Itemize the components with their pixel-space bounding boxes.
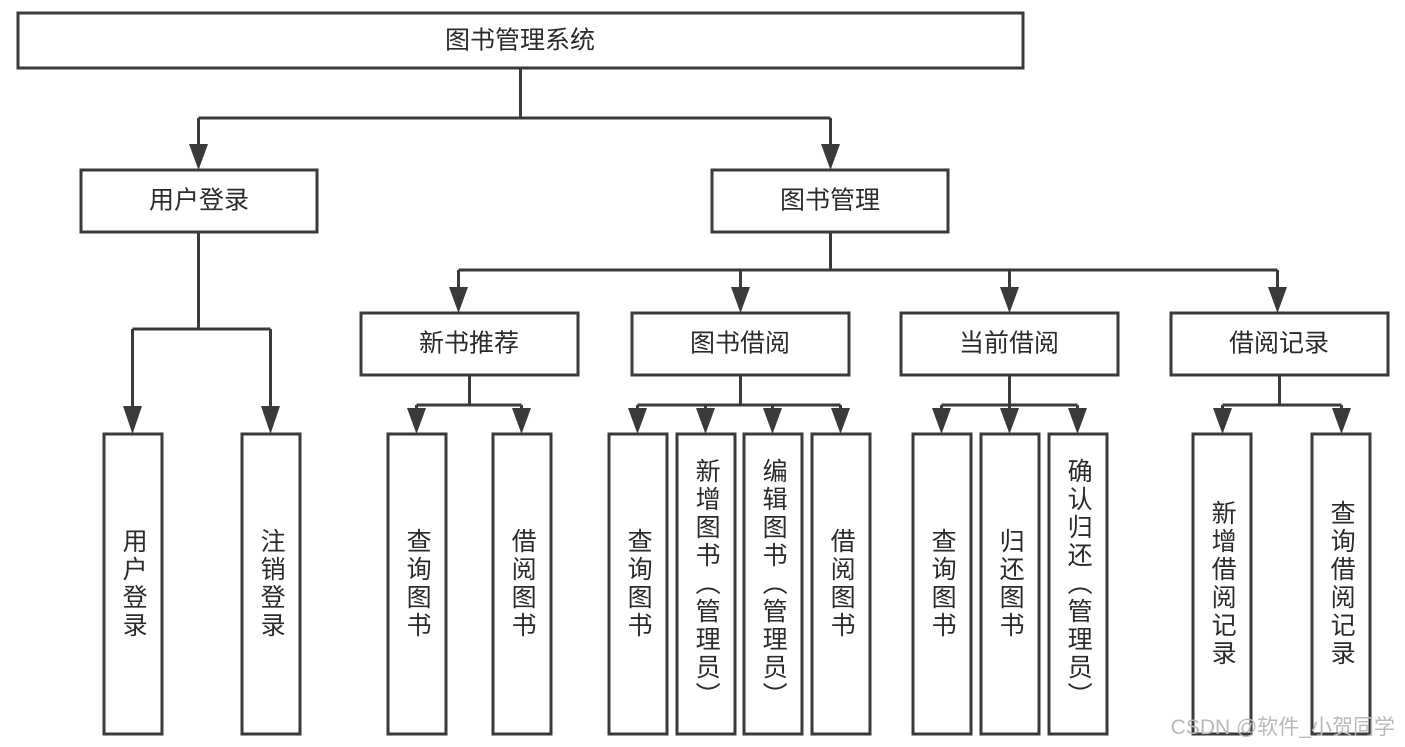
leaf-label-current-1: 查询图书 [928, 528, 957, 640]
arrow-userlogin-leaf-2 [261, 406, 280, 434]
arrow-current-leaf-2 [1000, 408, 1019, 434]
node-root-book-management-system[interactable] [16, 11, 1025, 70]
node-layer: 图书管理系统 用户登录 图书管理 新书推荐 图书借阅 当前借阅 借阅记录 [16, 11, 1390, 736]
leaf-box-current-1[interactable] [911, 432, 973, 736]
arrow-userlogin-leaf-1 [123, 406, 142, 434]
leaf-label-newbook-1: 查询图书 [403, 528, 432, 640]
arrow-bookmgmt-to-records [1268, 287, 1287, 313]
leaf-label-borrow-2: 新增图书（管理员） [692, 458, 721, 710]
node-new-book-recommend-label: 新书推荐 [419, 330, 519, 358]
arrow-root-to-book-mgmt [821, 144, 840, 170]
leaf-box-user-login-2[interactable] [240, 432, 302, 736]
leaf-box-current-2[interactable] [979, 432, 1041, 736]
arrow-newbook-leaf-1 [407, 408, 426, 434]
node-user-login[interactable] [79, 168, 319, 234]
leaf-box-records-1[interactable] [1191, 432, 1253, 736]
node-book-borrow-label: 图书借阅 [690, 330, 790, 358]
connector-layer [123, 68, 1351, 434]
leaf-box-borrow-2[interactable] [675, 432, 737, 736]
node-current-borrow-label: 当前借阅 [959, 330, 1059, 358]
leaf-label-borrow-4: 借阅图书 [827, 528, 856, 640]
leaf-box-borrow-4[interactable] [810, 432, 872, 736]
arrow-root-to-user-login [189, 144, 208, 170]
leaf-label-user-login-1: 用户登录 [119, 528, 148, 640]
leaf-box-borrow-3[interactable] [742, 432, 804, 736]
node-book-borrow[interactable] [630, 311, 851, 377]
leaf-label-user-login-2: 注销登录 [257, 528, 286, 640]
leaf-label-newbook-2: 借阅图书 [508, 528, 537, 640]
leaf-box-current-3[interactable] [1047, 432, 1109, 736]
leaf-label-borrow-3: 编辑图书（管理员） [759, 458, 788, 710]
node-book-management[interactable] [710, 168, 950, 234]
leaf-label-borrow-1: 查询图书 [624, 528, 653, 640]
leaf-box-newbook-1[interactable] [386, 432, 448, 736]
arrow-borrow-leaf-1 [628, 408, 647, 434]
arrow-current-leaf-3 [1068, 408, 1087, 434]
arrow-borrow-leaf-3 [763, 408, 782, 434]
arrow-records-leaf-1 [1213, 408, 1232, 434]
arrow-bookmgmt-to-current [1000, 287, 1019, 313]
node-book-management-label: 图书管理 [780, 187, 880, 215]
leaf-label-current-3: 确认归还（管理员） [1064, 458, 1093, 710]
arrow-borrow-leaf-2 [696, 408, 715, 434]
node-borrow-records-label: 借阅记录 [1229, 330, 1329, 358]
leaf-box-user-login-1[interactable] [102, 432, 164, 736]
leaf-box-newbook-2[interactable] [491, 432, 553, 736]
leaf-box-borrow-1[interactable] [607, 432, 669, 736]
arrow-newbook-leaf-2 [512, 408, 531, 434]
node-new-book-recommend[interactable] [359, 311, 580, 377]
leaf-box-records-2[interactable] [1310, 432, 1372, 736]
node-borrow-records[interactable] [1169, 311, 1390, 377]
arrow-bookmgmt-to-new-book [449, 287, 468, 313]
node-current-borrow[interactable] [899, 311, 1120, 377]
leaf-label-current-2: 归还图书 [996, 528, 1025, 640]
arrow-borrow-leaf-4 [831, 408, 850, 434]
arrow-bookmgmt-to-borrow [731, 287, 750, 313]
arrow-current-leaf-1 [932, 408, 951, 434]
node-root-label: 图书管理系统 [445, 27, 595, 55]
leaf-label-records-2: 查询借阅记录 [1327, 500, 1356, 668]
node-user-login-label: 用户登录 [149, 187, 249, 215]
arrow-records-leaf-2 [1332, 408, 1351, 434]
leaf-label-records-1: 新增借阅记录 [1208, 500, 1237, 668]
